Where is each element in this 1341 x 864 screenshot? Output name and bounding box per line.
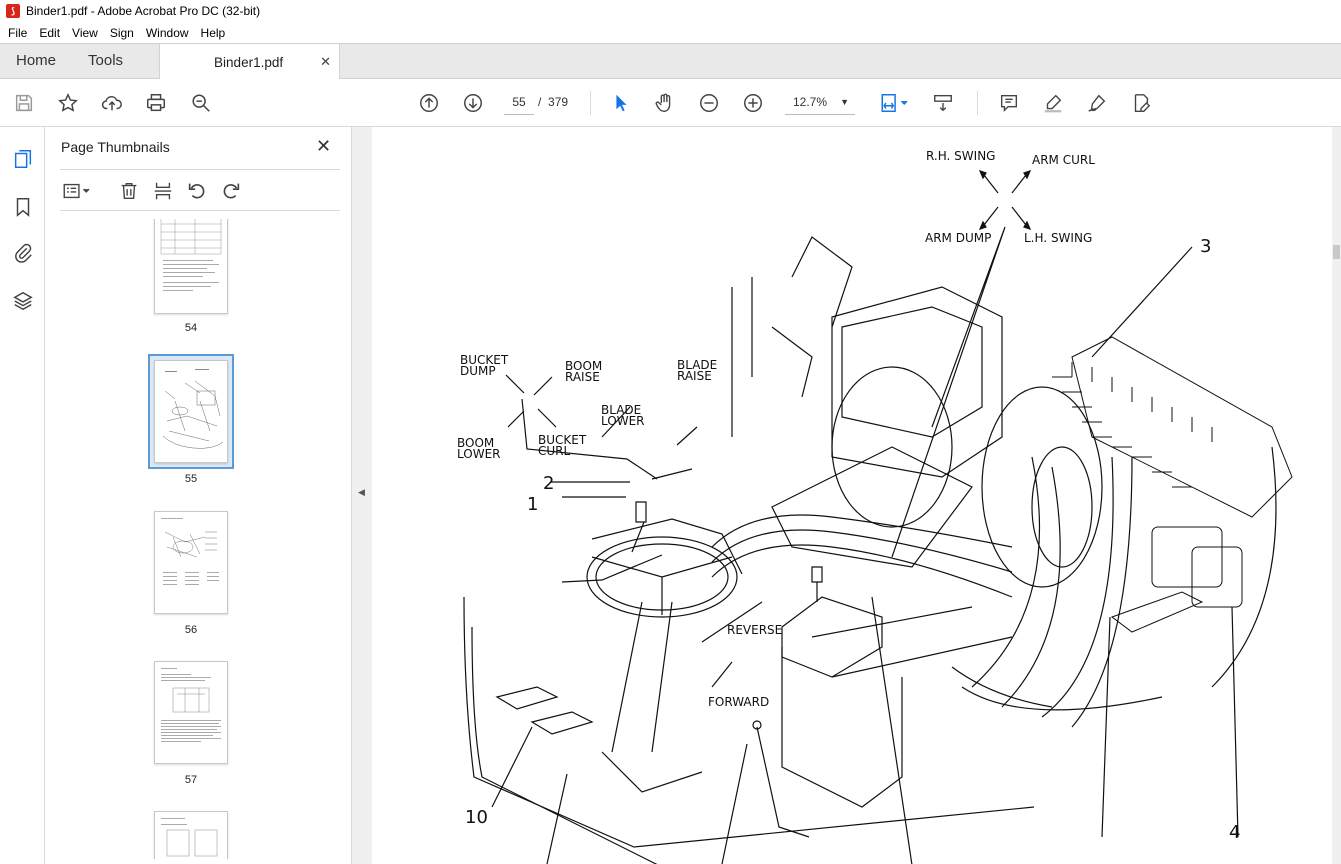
close-panel-icon[interactable]: ✕ <box>316 136 332 156</box>
label-blade-lower-line1: BLADE <box>601 403 641 417</box>
label-boom-raise-line1: BOOM <box>565 359 602 373</box>
edit-pdf-icon[interactable] <box>1129 91 1153 115</box>
zoom-out-icon[interactable] <box>697 91 721 115</box>
label-boom-lower-line2: LOWER <box>457 447 501 461</box>
panel-splitter[interactable]: ◀ <box>352 127 372 864</box>
page-thumbnails-panel: Page Thumbnails ✕ <box>46 127 389 864</box>
label-forward: FORWARD <box>708 695 769 709</box>
page-count: / 379 <box>538 95 569 109</box>
callout-1: 1 <box>527 494 538 515</box>
delete-trash-icon[interactable] <box>117 179 141 203</box>
thumbnail-label-54: 54 <box>184 322 198 334</box>
current-page-input[interactable]: 55 <box>504 91 534 115</box>
thumbnail-label-56: 56 <box>184 624 198 636</box>
document-scrollbar[interactable] <box>1332 127 1341 864</box>
callout-2: 2 <box>543 473 554 494</box>
thumbnail-options-icon[interactable] <box>60 179 96 203</box>
zoom-level-select[interactable]: 12.7%▼ <box>785 91 855 115</box>
chevron-down-icon: ▼ <box>840 97 849 107</box>
search-zoom-icon[interactable] <box>189 91 213 115</box>
menu-window[interactable]: Window <box>145 25 189 40</box>
toolbar-divider <box>590 91 591 115</box>
callout-10: 10 <box>465 807 488 828</box>
tab-tools[interactable]: Tools <box>88 52 124 69</box>
label-blade-lower-line2: LOWER <box>601 414 645 428</box>
thumbnail-page-56[interactable] <box>154 511 228 614</box>
label-boom-lower-line1: BOOM <box>457 436 494 450</box>
panel-title: Page Thumbnails <box>61 139 170 155</box>
fit-page-icon[interactable] <box>878 91 914 115</box>
select-cursor-icon[interactable] <box>609 91 633 115</box>
next-page-icon[interactable] <box>461 91 485 115</box>
zoom-in-icon[interactable] <box>741 91 765 115</box>
window-title: Binder1.pdf - Adobe Acrobat Pro DC (32-b… <box>26 4 261 18</box>
hand-tool-icon[interactable] <box>653 91 677 115</box>
save-icon[interactable] <box>12 91 36 115</box>
label-arm-dump: ARM DUMP <box>925 231 991 245</box>
thumbnail-list: 54 55 <box>60 219 346 859</box>
main-toolbar: 55 / 379 12.7%▼ <box>0 79 1341 127</box>
insert-page-icon[interactable] <box>151 179 175 203</box>
document-view[interactable]: R.H. SWING ARM CURL ARM DUMP L.H. SWING … <box>372 127 1332 864</box>
title-bar: ⟆ Binder1.pdf - Adobe Acrobat Pro DC (32… <box>0 0 1341 22</box>
menu-bar: File Edit View Sign Window Help <box>0 22 1341 43</box>
highlight-pen-icon[interactable] <box>1041 91 1065 115</box>
thumbnail-label-57: 57 <box>184 774 198 786</box>
rotate-counterclockwise-icon[interactable] <box>185 179 209 203</box>
print-icon[interactable] <box>144 91 168 115</box>
menu-view[interactable]: View <box>72 25 98 40</box>
acrobat-app-icon: ⟆ <box>6 4 20 18</box>
label-bucket-dump-line1: BUCKET <box>460 353 509 367</box>
previous-page-icon[interactable] <box>417 91 441 115</box>
menu-edit[interactable]: Edit <box>39 25 61 40</box>
label-lh-swing: L.H. SWING <box>1024 231 1092 245</box>
callout-4: 4 <box>1229 822 1240 843</box>
star-icon[interactable] <box>56 91 80 115</box>
document-tab-label: Binder1.pdf <box>214 54 284 70</box>
close-tab-icon[interactable]: ✕ <box>320 54 332 69</box>
thumbnail-label-55: 55 <box>184 473 198 485</box>
document-scrollbar-thumb[interactable] <box>1333 245 1340 259</box>
menu-file[interactable]: File <box>8 25 28 40</box>
comment-icon[interactable] <box>997 91 1021 115</box>
label-blade-raise-line2: RAISE <box>677 369 712 383</box>
layers-icon[interactable] <box>11 289 35 313</box>
draw-sign-icon[interactable] <box>1085 91 1109 115</box>
thumbnail-page-55[interactable] <box>154 360 228 463</box>
label-reverse: REVERSE <box>727 623 782 637</box>
attachment-paperclip-icon[interactable] <box>11 241 35 265</box>
label-rh-swing: R.H. SWING <box>926 149 995 163</box>
scroll-mode-icon[interactable] <box>931 91 955 115</box>
upload-cloud-icon[interactable] <box>100 91 124 115</box>
menu-help[interactable]: Help <box>200 25 226 40</box>
tab-bar: Home Tools Binder1.pdf ✕ <box>0 43 1341 80</box>
label-arm-curl: ARM CURL <box>1032 153 1095 167</box>
left-navigation-rail <box>0 127 45 864</box>
label-bucket-dump-line2: DUMP <box>460 364 496 378</box>
callout-3: 3 <box>1200 236 1211 257</box>
thumbnail-page-54[interactable] <box>154 219 228 314</box>
thumbnail-page-57[interactable] <box>154 661 228 764</box>
label-bucket-curl-line2: CURL <box>538 444 571 458</box>
bookmark-icon[interactable] <box>11 195 35 219</box>
page-thumbnails-icon[interactable] <box>11 147 35 171</box>
tab-document[interactable]: Binder1.pdf ✕ <box>159 44 341 80</box>
tab-home[interactable]: Home <box>16 52 57 69</box>
collapse-panel-icon[interactable]: ◀ <box>358 487 365 497</box>
technical-drawing: R.H. SWING ARM CURL ARM DUMP L.H. SWING … <box>457 149 1293 864</box>
label-blade-raise-line1: BLADE <box>677 358 717 372</box>
toolbar-divider <box>977 91 978 115</box>
label-boom-raise-line2: RAISE <box>565 370 600 384</box>
thumbnail-page-58[interactable] <box>154 811 228 859</box>
menu-sign[interactable]: Sign <box>109 25 134 40</box>
label-bucket-curl-line1: BUCKET <box>538 433 587 447</box>
thumbnail-toolbar <box>60 169 340 211</box>
rotate-clockwise-icon[interactable] <box>219 179 243 203</box>
